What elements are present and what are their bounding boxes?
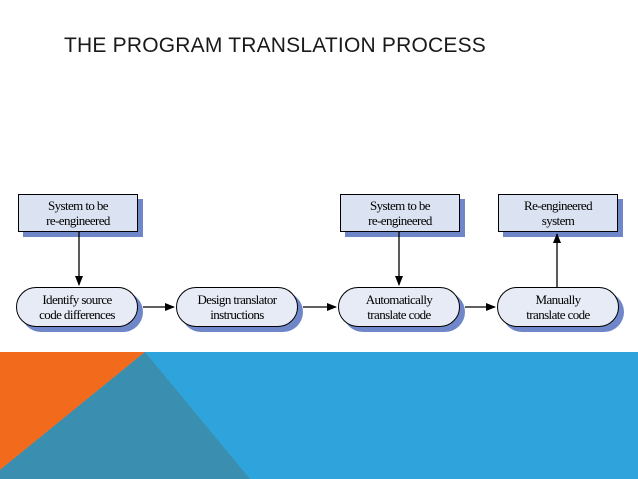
output-box-line1: Re-engineered (524, 198, 593, 213)
step-design-line2: instructions (210, 307, 264, 322)
step-identify-line2: code differences (39, 307, 115, 322)
step-identify: Identify source code differences (16, 287, 138, 327)
step-automatic-line2: translate code (367, 307, 431, 322)
step-manual: Manually translate code (497, 287, 619, 327)
output-box-line2: system (541, 213, 575, 228)
step-manual-line2: translate code (526, 307, 590, 322)
input-box-1-line2: re-engineered (46, 213, 110, 228)
input-box-1: System to be re-engineered (18, 194, 138, 232)
slide-title: THE PROGRAM TRANSLATION PROCESS (64, 34, 486, 57)
input-box-2-line2: re-engineered (368, 213, 432, 228)
decorative-shapes (0, 352, 638, 479)
step-automatic: Automatically translate code (338, 287, 460, 327)
step-automatic-line1: Automatically (365, 292, 433, 307)
step-identify-line1: Identify source (42, 292, 112, 307)
input-box-2: System to be re-engineered (340, 194, 460, 232)
output-box: Re-engineered system (498, 194, 618, 232)
input-box-1-line1: System to be (48, 198, 109, 213)
step-design-line1: Design translator (197, 292, 278, 307)
input-box-2-line1: System to be (370, 198, 431, 213)
step-manual-line1: Manually (535, 292, 581, 307)
step-design: Design translator instructions (176, 287, 298, 327)
decorative-bottom-band (0, 352, 638, 479)
teal-triangle (0, 352, 250, 479)
